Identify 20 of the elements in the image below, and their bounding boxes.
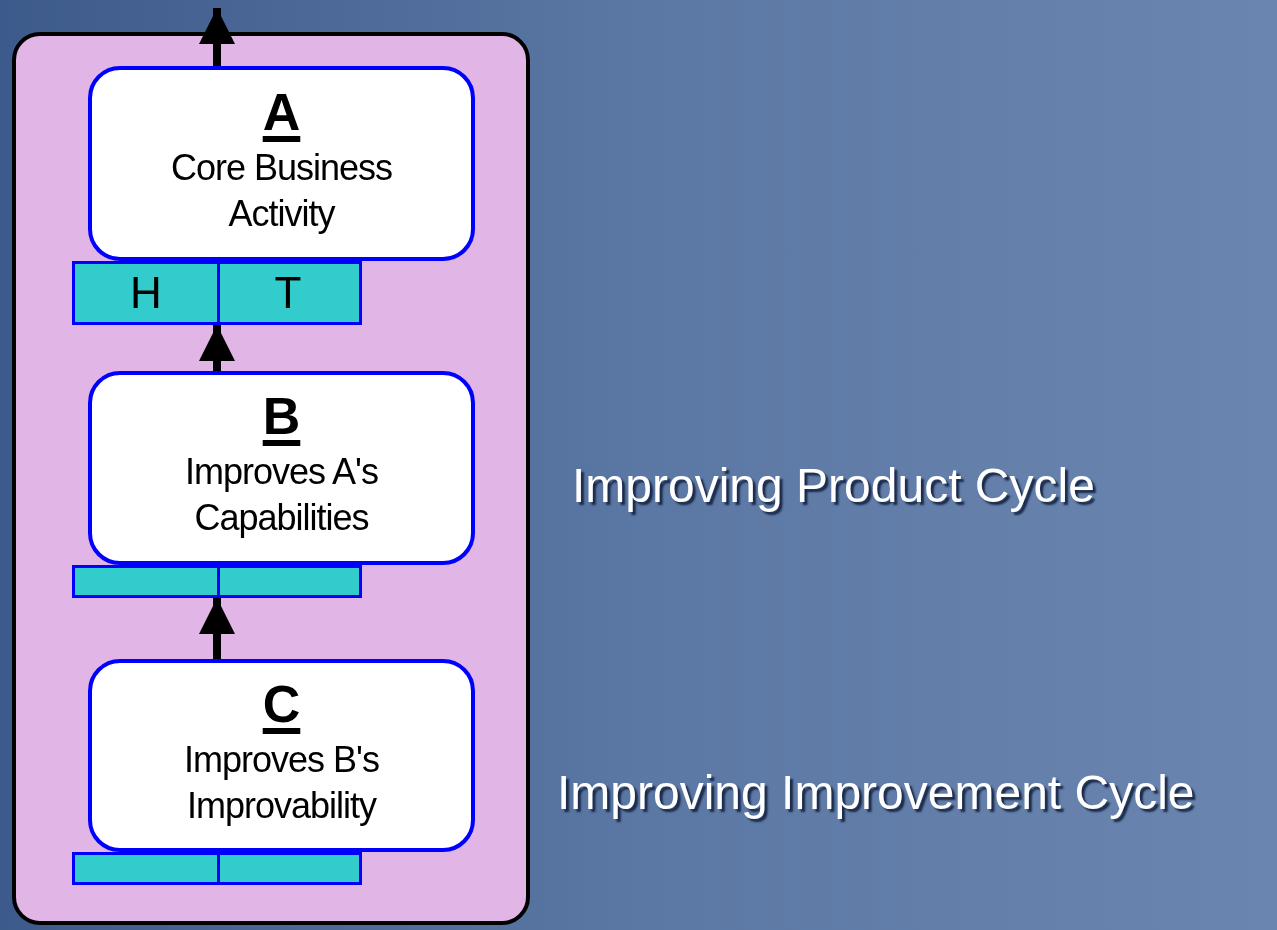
tab-panel (72, 852, 362, 885)
arrow (199, 8, 235, 66)
tab-panel (72, 565, 362, 598)
tab-letter: H (130, 270, 162, 316)
cycle-label: Improving Product Cycle (572, 458, 1095, 514)
box-description: Improves B's Improvability (183, 737, 380, 828)
cycle-label: Improving Improvement Cycle (557, 765, 1195, 821)
outer-panel (12, 32, 530, 925)
box-description: Improves A's Capabilities (184, 450, 379, 540)
tab-panel (72, 261, 362, 325)
box-letter: B (262, 389, 301, 443)
box-description: Core Business Activity (169, 145, 394, 236)
process-box (88, 659, 475, 852)
tab-letter: T (274, 270, 302, 316)
arrow (199, 325, 235, 371)
arrow (199, 598, 235, 659)
process-box (88, 371, 475, 565)
process-box (88, 66, 475, 261)
box-letter: C (262, 676, 301, 731)
box-letter: A (262, 84, 301, 139)
